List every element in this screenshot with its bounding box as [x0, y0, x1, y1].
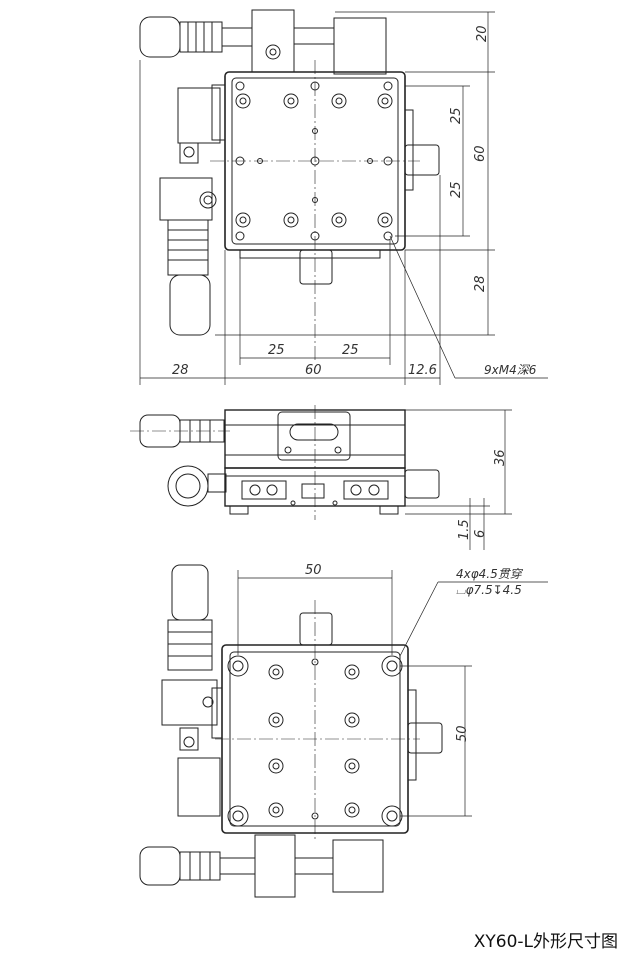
bottom-view-dimensions — [237, 570, 548, 817]
top-view-dimensions — [139, 11, 548, 385]
drawing-caption: XY60-L外形尺寸图 — [473, 932, 618, 952]
note-through-holes: 4xφ4.5贯穿 — [456, 567, 524, 581]
top-view: 20 25 60 25 28 25 25 28 60 12.6 9xM4深6 — [139, 9, 548, 385]
dim-25-bottom-right: 25 — [342, 343, 359, 358]
note-counterbore: ⌴φ7.5↧4.5 — [456, 583, 522, 597]
dim-28-right: 28 — [473, 275, 488, 292]
dim-36: 36 — [493, 449, 508, 466]
dim-60-right: 60 — [473, 145, 488, 162]
dim-25-bottom-left: 25 — [268, 343, 285, 358]
bottom-stage-plate — [211, 600, 443, 840]
dim-28-bottom: 28 — [172, 363, 189, 378]
dim-12-6: 12.6 — [408, 363, 437, 378]
side-view: 36 1.5 6 — [130, 405, 512, 550]
micrometer-top — [139, 9, 387, 75]
dim-50-horizontal: 50 — [305, 563, 322, 578]
dim-20: 20 — [475, 25, 490, 42]
dim-60-bottom: 60 — [305, 363, 322, 378]
dim-6: 6 — [473, 530, 488, 538]
dim-25-upper: 25 — [449, 107, 464, 124]
side-view-dimensions — [405, 409, 512, 550]
bottom-view: 50 50 4xφ4.5贯穿 ⌴φ7.5↧4.5 — [139, 563, 548, 898]
note-tapped-holes: 9xM4深6 — [484, 363, 537, 377]
micrometer-side — [139, 414, 227, 507]
side-stage-body — [224, 409, 440, 515]
dim-25-lower: 25 — [449, 181, 464, 198]
top-stage-plate — [210, 60, 440, 360]
dim-1-5: 1.5 — [457, 519, 472, 540]
dim-50-vertical: 50 — [455, 725, 470, 742]
micrometer-vertical-bottom — [161, 564, 221, 817]
micrometer-left — [159, 87, 221, 336]
micrometer-horizontal-bottom — [139, 834, 384, 898]
